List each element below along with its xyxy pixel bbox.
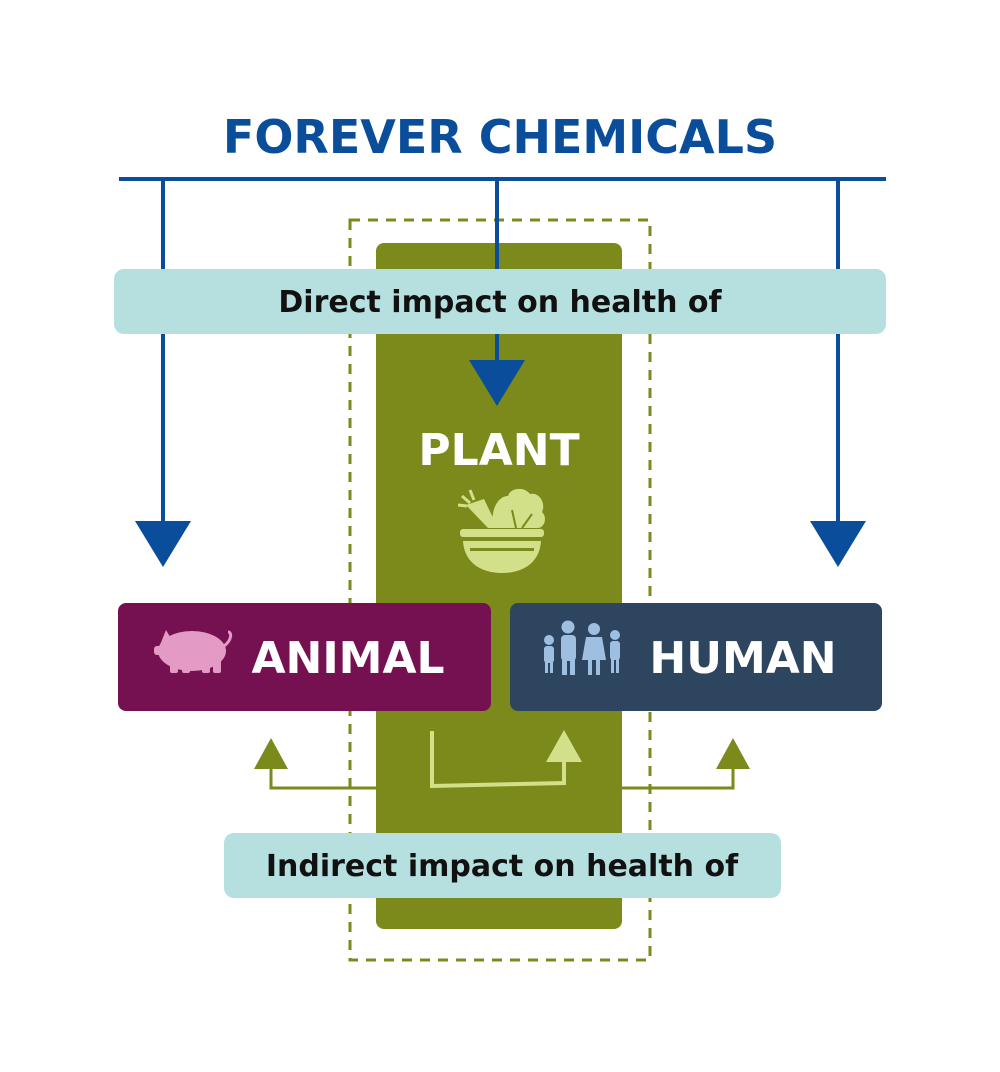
direct-impact-label: Direct impact on health of (278, 285, 722, 320)
inner-indirect-arrow (430, 730, 582, 789)
indirect-arrow-animal-head (254, 738, 288, 769)
salad-bowl-icon (457, 488, 545, 573)
animal-label: ANIMAL (251, 633, 444, 684)
direct-arrow-human-head (810, 521, 866, 567)
direct-impact-box (114, 269, 886, 334)
indirect-impact-label: Indirect impact on health of (266, 849, 739, 884)
direct-arrow-animal-head (135, 521, 191, 567)
indirect-arrow-human-line (622, 767, 735, 790)
family-icon (544, 620, 620, 675)
pig-icon (154, 630, 233, 673)
direct-arrow-plant-head (469, 360, 525, 406)
plant-dashed-outline (348, 218, 652, 962)
animal-box (118, 603, 491, 711)
indirect-arrow-animal-line (269, 767, 376, 790)
human-box (510, 603, 882, 711)
plant-label: PLANT (418, 425, 579, 476)
diagram-title: FOREVER CHEMICALS (223, 110, 777, 164)
indirect-impact-box (224, 833, 781, 898)
indirect-arrow-human-head (716, 738, 750, 769)
direct-impact-arrows (119, 177, 886, 567)
human-label: HUMAN (649, 633, 836, 684)
indirect-impact-arrows (254, 738, 750, 790)
